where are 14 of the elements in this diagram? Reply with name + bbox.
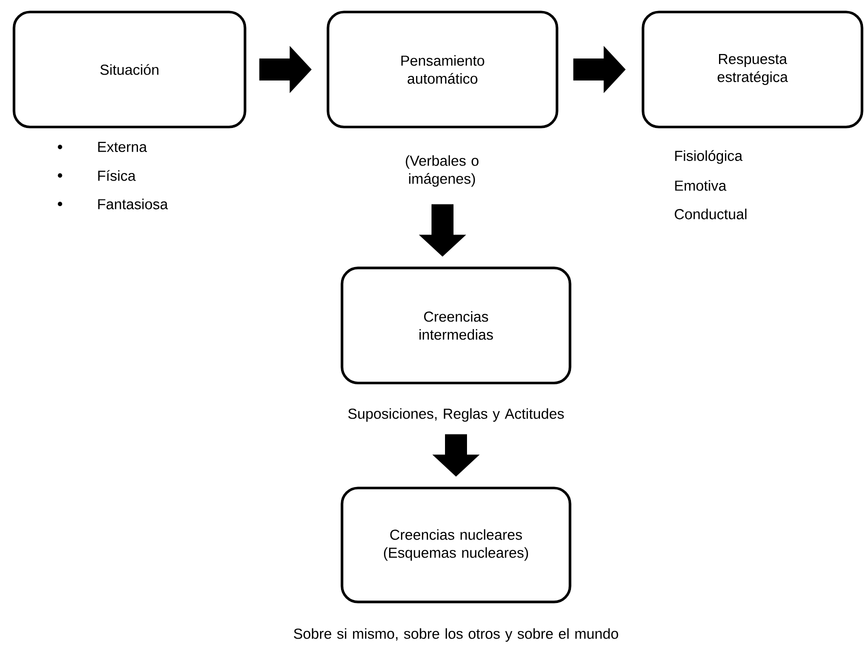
list-item: Externa [98,142,147,152]
beside-text: (Verbales o imágenes) [406,155,478,187]
rounded-box: Creencias nucleares (Esquemas nucleares) [340,486,572,604]
rounded-box: Respuesta estratégica [642,10,864,128]
beside-text: Sobre si mismo, sobre los otros y sobre el mundo [294,628,618,642]
list-item: Física [98,170,136,181]
beside-text: Emotiva [675,180,726,191]
beside-text: Suposiciones, Reglas y Actitudes [348,408,564,422]
list-item: Fantasiosa [98,198,168,210]
rounded-box: Pensamiento automático [326,10,558,128]
rounded-box: Situación [12,10,246,128]
rounded-box: Creencias intermedias [340,266,572,384]
beside-text: Fisiológica [675,150,743,164]
beside-text: Conductual [674,208,746,220]
